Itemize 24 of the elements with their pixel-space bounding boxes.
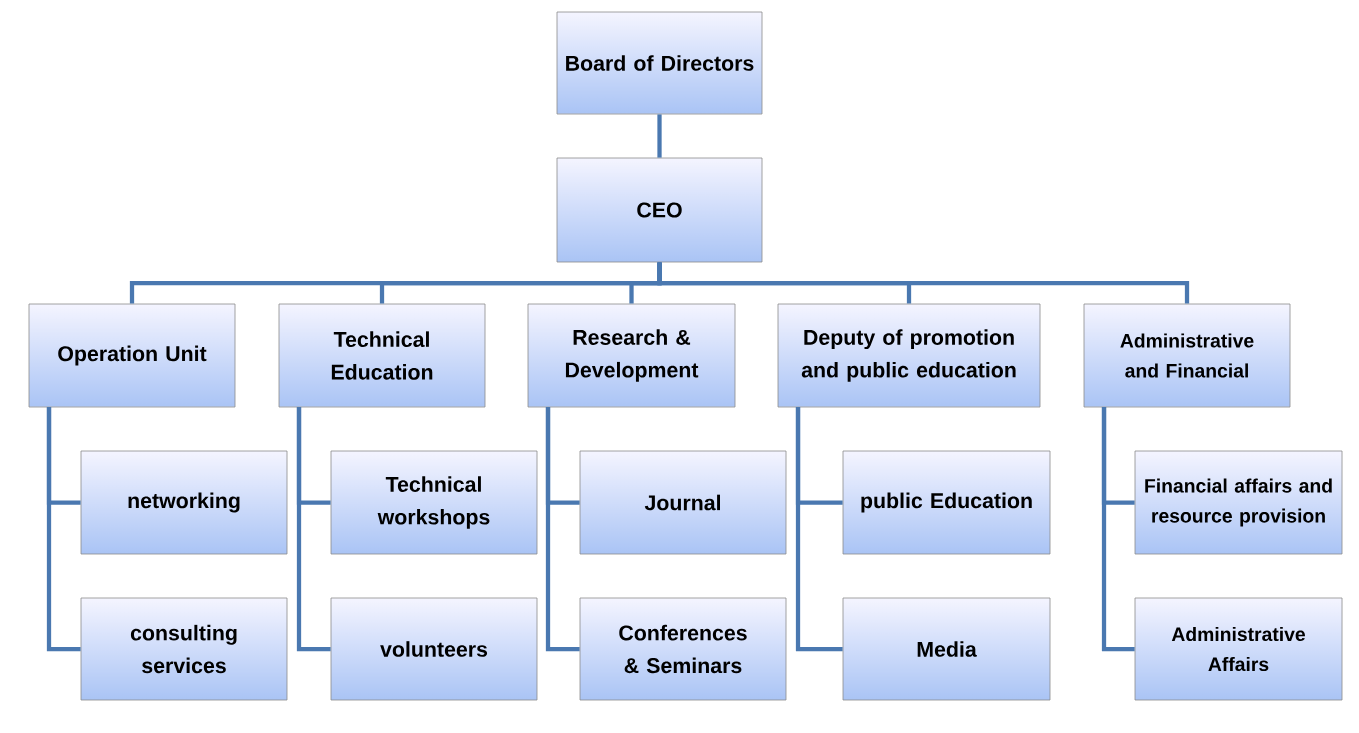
org-box: Media [842, 597, 1051, 701]
org-box: Deputy of promotion and public education [777, 303, 1041, 408]
org-box: Technical workshops [330, 450, 538, 555]
connector-line [795, 407, 843, 652]
org-box: networking [80, 450, 288, 555]
org-box: Board of Directors [556, 11, 763, 115]
org-box: Conferences & Seminars [579, 597, 787, 701]
connector-line [46, 407, 81, 652]
connector-line [545, 407, 580, 652]
org-box: Journal [579, 450, 787, 555]
connector-line [296, 407, 331, 652]
org-box: consulting services [80, 597, 288, 701]
org-box: volunteers [330, 597, 538, 701]
org-box: Financial affairs and resource provision [1134, 450, 1343, 555]
org-box: Administrative Affairs [1134, 597, 1343, 701]
org-box: CEO [556, 157, 763, 263]
org-box: Technical Education [278, 303, 486, 408]
connector-line [657, 262, 1190, 304]
org-box: public Education [842, 450, 1051, 555]
org-box: Administrative and Financial [1083, 303, 1291, 408]
connector-line [657, 114, 662, 158]
connector-line [1101, 407, 1135, 652]
org-box: Operation Unit [28, 303, 236, 408]
org-box: Research & Development [527, 303, 736, 408]
